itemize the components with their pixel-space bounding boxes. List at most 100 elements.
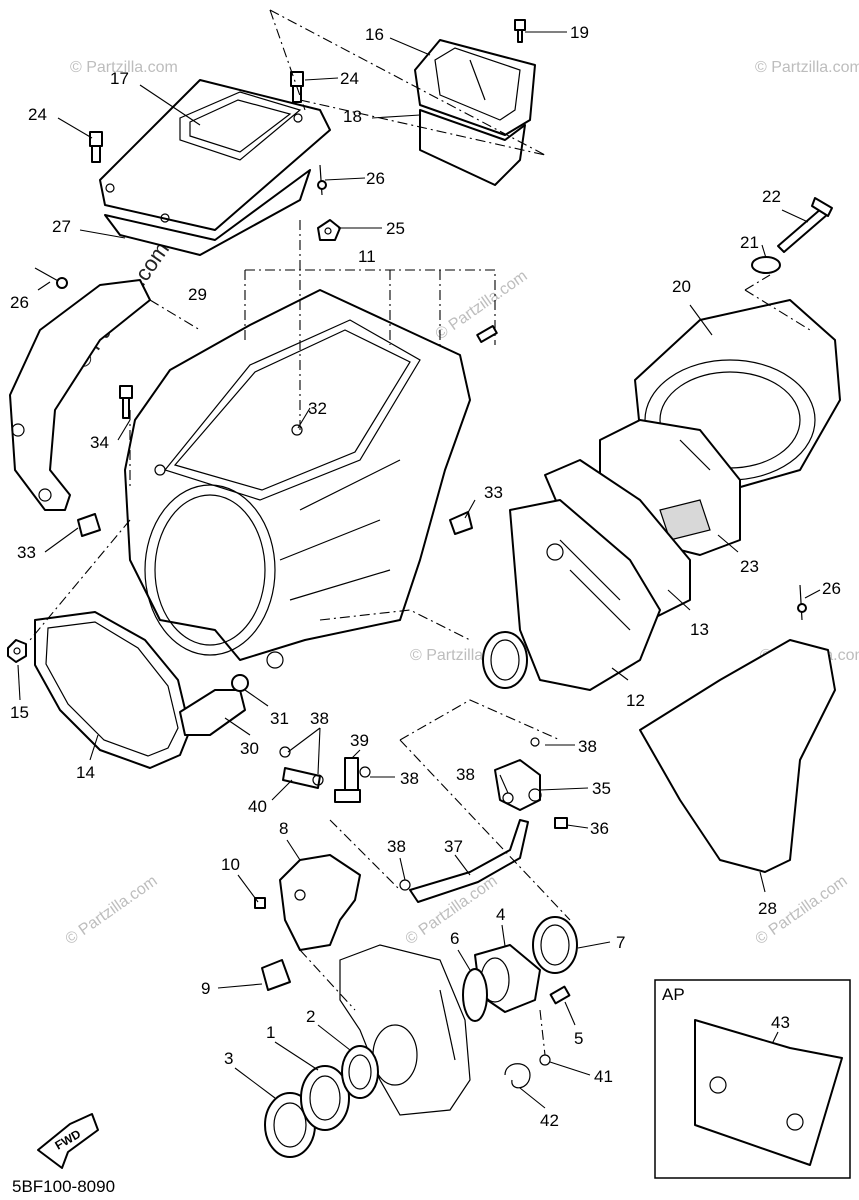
watermark-text: © Partzilla.com (63, 873, 161, 949)
part-18-duct-seal (419, 109, 526, 186)
part-12-spigot (482, 631, 528, 689)
callout-18: 18 (343, 107, 362, 126)
callout-9: 9 (201, 979, 210, 998)
callout-32: 32 (308, 399, 327, 418)
callout-3: 3 (224, 1049, 233, 1068)
callout-1: 1 (266, 1023, 275, 1042)
assembly-lines (29, 9, 811, 1056)
bolt-24-right (290, 71, 304, 103)
pin-26-left (34, 267, 68, 289)
bolt-11 (476, 325, 498, 343)
part-6-oring (462, 968, 488, 1022)
callout-10: 10 (221, 855, 240, 874)
callouts: 17 24 24 16 18 19 26 25 27 29 11 26 32 3… (10, 23, 841, 1130)
watermark-text: © Partzilla.com (70, 59, 178, 76)
screw-36 (554, 817, 568, 829)
callout-31: 31 (270, 709, 289, 728)
part-35-valve (494, 759, 542, 811)
pin-26-right (797, 584, 807, 621)
callout-24: 24 (28, 105, 47, 124)
callout-38: 38 (310, 709, 329, 728)
bolt-5 (549, 985, 571, 1005)
callout-42: 42 (540, 1111, 559, 1130)
callout-20: 20 (672, 277, 691, 296)
pin-26-top (317, 164, 327, 196)
callout-16: 16 (365, 25, 384, 44)
callout-7: 7 (616, 933, 625, 952)
callout-28: 28 (758, 899, 777, 918)
callout-4: 4 (496, 905, 505, 924)
part-28-side-cover (639, 639, 836, 873)
part-29-side-cover (9, 279, 151, 511)
callout-37: 37 (444, 837, 463, 856)
part-16-duct (414, 39, 536, 136)
drawing-code: 5BF100-8090 (12, 1177, 115, 1196)
part-11-airbox (124, 289, 471, 669)
part-9-damper (261, 959, 291, 991)
inset-ap: AP (654, 979, 851, 1179)
callout-13: 13 (690, 620, 709, 639)
part-14-gasket (34, 611, 191, 769)
callout-17: 17 (110, 69, 129, 88)
callout-26: 26 (822, 579, 841, 598)
part-40-pipe (282, 767, 321, 789)
nut-15 (7, 639, 27, 663)
callout-40: 40 (248, 797, 267, 816)
inset-label: AP (662, 985, 685, 1004)
part-37-hose (409, 819, 529, 903)
callout-25: 25 (386, 219, 405, 238)
callout-38: 38 (578, 737, 597, 756)
callout-23: 23 (740, 557, 759, 576)
callout-21: 21 (740, 233, 759, 252)
bolt-24-left (89, 131, 103, 163)
callout-35: 35 (592, 779, 611, 798)
callout-19: 19 (570, 23, 589, 42)
part-30-pipe (179, 689, 246, 736)
grommet-25 (317, 219, 341, 241)
part-1-joint (300, 1065, 350, 1131)
callout-41: 41 (594, 1067, 613, 1086)
callout-39: 39 (350, 731, 369, 750)
clamp-42 (504, 1063, 531, 1089)
watermark-text: © Partzilla.com (755, 59, 859, 76)
clip-41 (539, 1054, 551, 1066)
callout-36: 36 (590, 819, 609, 838)
callout-22: 22 (762, 187, 781, 206)
bolt-34 (119, 385, 133, 419)
part-27-seal (104, 169, 311, 256)
part-2-clamp (341, 1045, 379, 1099)
screw-19 (514, 19, 526, 43)
screw-10 (254, 897, 266, 909)
callout-11: 11 (358, 247, 376, 266)
callout-12: 12 (626, 691, 645, 710)
callout-2: 2 (306, 1007, 315, 1026)
part-17-cover (99, 79, 331, 231)
part-22-bolt (777, 197, 833, 253)
callout-26: 26 (10, 293, 29, 312)
callout-33: 33 (17, 543, 36, 562)
callout-26: 26 (366, 169, 385, 188)
clip-33-left (77, 513, 101, 537)
callout-34: 34 (90, 433, 109, 452)
part-8-bracket (279, 854, 361, 951)
callout-38: 38 (456, 765, 475, 784)
callout-27: 27 (52, 217, 71, 236)
leader-lines (17, 31, 821, 1109)
part-21-washer (751, 256, 781, 274)
fwd-arrow-icon: FWD (37, 1113, 99, 1169)
part-7-clamp (532, 916, 578, 974)
callout-6: 6 (450, 929, 459, 948)
callout-38: 38 (400, 769, 419, 788)
callout-33: 33 (484, 483, 503, 502)
callout-24: 24 (340, 69, 359, 88)
callout-5: 5 (574, 1029, 583, 1048)
part-31-clamp (231, 674, 249, 692)
clip-33-right (449, 511, 473, 535)
callout-30: 30 (240, 739, 259, 758)
callout-38: 38 (387, 837, 406, 856)
part-39-fitting (334, 757, 361, 803)
callout-8: 8 (279, 819, 288, 838)
callout-29: 29 (188, 285, 207, 304)
callout-14: 14 (76, 763, 95, 782)
